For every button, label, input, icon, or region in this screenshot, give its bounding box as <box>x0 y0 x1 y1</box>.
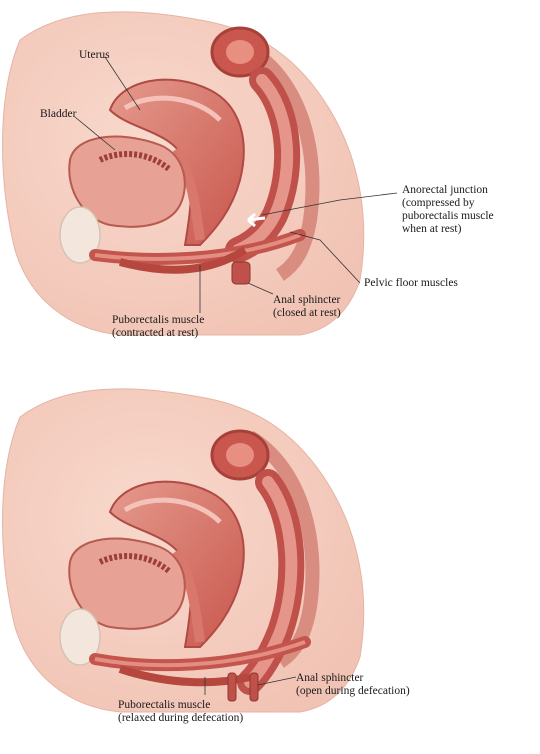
pelvis-during-defecation-illustration <box>0 377 540 754</box>
anal-sphincter-open-left <box>228 673 236 701</box>
pelvis-at-rest-panel: Uterus Bladder Anorectal junction (compr… <box>0 0 540 377</box>
anal-sphincter-open-right <box>250 673 258 701</box>
bladder-label: Bladder <box>40 108 76 121</box>
anal-sphincter-label: Anal sphincter (closed at rest) <box>273 294 341 320</box>
pelvis-during-defecation-panel: Anal sphincter (open during defecation) … <box>0 377 540 754</box>
pelvic-floor-muscles-label: Pelvic floor muscles <box>364 277 458 290</box>
puborectalis-label: Puborectalis muscle (relaxed during defe… <box>118 699 243 725</box>
anal-sphincter-label: Anal sphincter (open during defecation) <box>296 672 410 698</box>
puborectalis-label: Puborectalis muscle (contracted at rest) <box>112 314 204 340</box>
uterus-label: Uterus <box>79 49 110 62</box>
anal-sphincter-closed <box>232 262 250 284</box>
anorectal-junction-label: Anorectal junction (compressed by pubore… <box>402 184 494 236</box>
